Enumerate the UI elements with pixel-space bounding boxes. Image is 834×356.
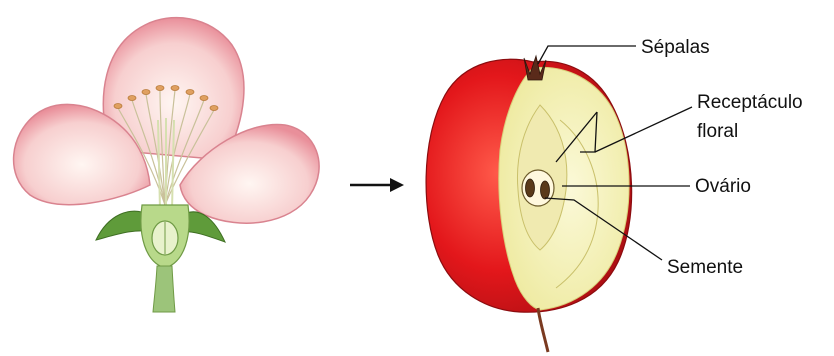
label-receptaculo-line2: floral <box>697 121 738 142</box>
seed-right <box>541 181 550 199</box>
seed-left <box>526 179 535 197</box>
transformation-arrow <box>350 178 404 192</box>
flower-illustration <box>14 18 320 312</box>
label-ovario: Ovário <box>695 176 751 197</box>
label-receptaculo-line1: Receptáculo <box>697 92 803 113</box>
apple-stem <box>538 308 548 352</box>
apple-sepals <box>524 56 546 80</box>
label-sepalas: Sépalas <box>641 37 710 58</box>
label-semente: Semente <box>667 257 743 278</box>
apple-cross-section <box>426 56 632 352</box>
flower-stem <box>153 266 175 312</box>
